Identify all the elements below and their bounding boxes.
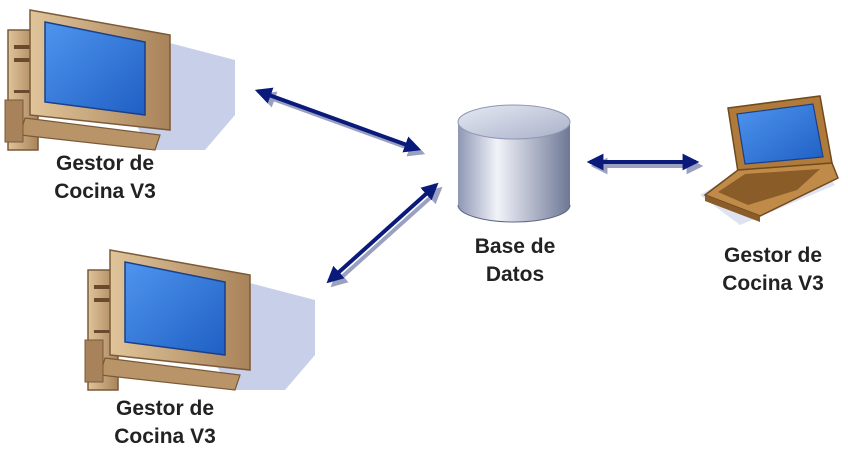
label-line: Gestor de [723,244,823,267]
desktop-computer-icon [84,249,315,391]
arrow-database-to-desktop-bottom [326,182,439,284]
laptop-icon [700,95,839,225]
label-line: Base de [474,235,556,258]
label-laptop: Gestor de Cocina V3 [700,242,846,298]
label-line: Cocina V3 [54,180,156,203]
desktop-computer-icon [4,9,235,151]
database-cylinder-icon [457,104,571,223]
label-line: Datos [485,263,545,286]
label-database: Base de Datos [440,233,590,289]
label-line: Gestor de [115,397,215,420]
arrow-shadow [258,91,426,157]
label-line: Cocina V3 [114,425,216,448]
arrow-desktop-top-to-database [254,87,422,153]
label-desktop-bottom: Gestor de Cocina V3 [80,395,250,451]
arrow-shadow [330,186,443,288]
label-line: Gestor de [55,152,155,175]
connection-arrows [254,87,704,288]
label-desktop-top: Gestor de Cocina V3 [20,150,190,206]
label-line: Cocina V3 [722,272,824,295]
